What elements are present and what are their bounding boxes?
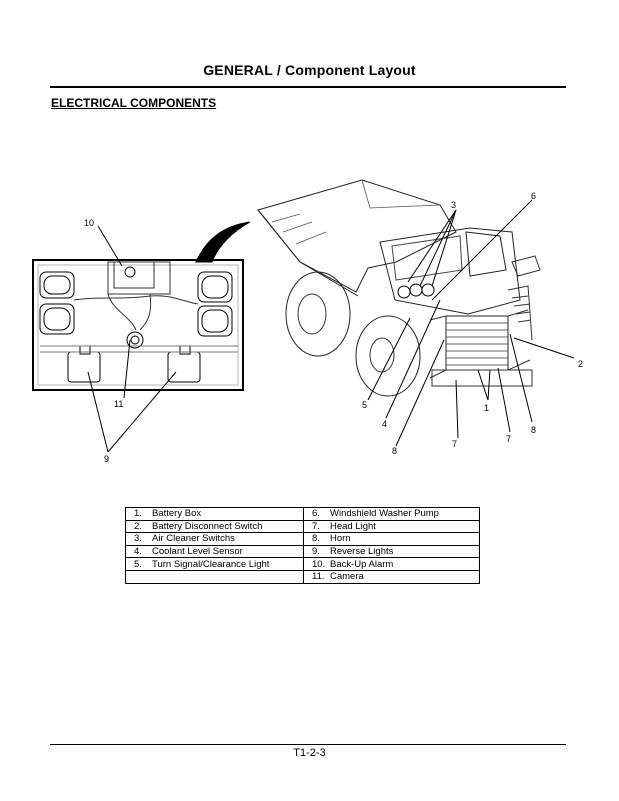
table-row: 4.Coolant Level Sensor 9.Reverse Lights bbox=[125, 544, 480, 559]
callout-9: 9 bbox=[104, 454, 109, 464]
leader-7b bbox=[497, 367, 511, 433]
rear-wheel bbox=[285, 271, 351, 357]
callout-4: 4 bbox=[382, 419, 387, 429]
inset-frame bbox=[32, 259, 244, 391]
leader-1b bbox=[487, 369, 491, 401]
leader-8b bbox=[509, 333, 533, 423]
legend-cell: 3.Air Cleaner Switchs bbox=[125, 532, 304, 546]
inset-pointer bbox=[195, 221, 251, 263]
page-title: GENERAL / Component Layout bbox=[203, 62, 416, 78]
callout-11: 11 bbox=[114, 399, 123, 409]
callout-2: 2 bbox=[578, 359, 583, 369]
legend-cell: 4.Coolant Level Sensor bbox=[125, 544, 304, 559]
callout-6: 6 bbox=[531, 191, 536, 201]
table-row: 1.Battery Box 6.Windshield Washer Pump bbox=[125, 507, 480, 521]
legend-cell-empty bbox=[125, 569, 304, 584]
leader-10 bbox=[97, 225, 123, 267]
legend-cell: 9.Reverse Lights bbox=[303, 544, 480, 559]
leader-5 bbox=[367, 317, 411, 401]
legend-cell: 10.Back-Up Alarm bbox=[303, 557, 480, 571]
callout-7-right: 7 bbox=[506, 434, 511, 444]
leader-4 bbox=[385, 299, 441, 419]
legend-cell: 11.Camera bbox=[303, 569, 480, 584]
callout-8-right: 8 bbox=[531, 425, 536, 435]
leader-6 bbox=[431, 199, 533, 301]
leader-11 bbox=[123, 339, 131, 399]
table-row: 5.Turn Signal/Clearance Light 10.Back-Up… bbox=[125, 557, 480, 571]
callout-3: 3 bbox=[451, 200, 456, 210]
callout-8-left: 8 bbox=[392, 446, 397, 456]
callout-7-left: 7 bbox=[452, 439, 457, 449]
component-legend-table: 1.Battery Box 6.Windshield Washer Pump 2… bbox=[125, 507, 480, 584]
page-number: T1-2-3 bbox=[293, 747, 326, 759]
callout-5: 5 bbox=[362, 400, 367, 410]
leader-3b bbox=[419, 209, 457, 287]
legend-cell: 6.Windshield Washer Pump bbox=[303, 507, 480, 521]
leader-2 bbox=[513, 337, 575, 359]
truck-cab bbox=[379, 227, 521, 315]
leader-7a bbox=[455, 379, 459, 439]
front-wheel bbox=[355, 315, 421, 397]
leader-8a bbox=[395, 339, 445, 447]
leader-9a bbox=[87, 371, 109, 453]
legend-cell: 8.Horn bbox=[303, 532, 480, 546]
footer-divider bbox=[50, 744, 566, 745]
callout-1: 1 bbox=[484, 403, 489, 413]
legend-cell: 1.Battery Box bbox=[125, 507, 304, 521]
legend-cell: 2.Battery Disconnect Switch bbox=[125, 519, 304, 534]
leader-3c bbox=[431, 209, 457, 287]
legend-cell: 7.Head Light bbox=[303, 519, 480, 534]
section-title: ELECTRICAL COMPONENTS bbox=[51, 96, 217, 110]
table-row: 3.Air Cleaner Switchs 8.Horn bbox=[125, 532, 480, 546]
leader-1a bbox=[477, 369, 489, 401]
table-row: 11.Camera bbox=[125, 569, 480, 584]
leader-3a bbox=[407, 209, 457, 283]
header-divider bbox=[50, 86, 566, 88]
leader-9b bbox=[107, 371, 177, 453]
legend-cell: 5.Turn Signal/Clearance Light bbox=[125, 557, 304, 571]
truck-grille bbox=[445, 315, 509, 371]
callout-10: 10 bbox=[84, 218, 94, 228]
table-row: 2.Battery Disconnect Switch 7.Head Light bbox=[125, 519, 480, 534]
